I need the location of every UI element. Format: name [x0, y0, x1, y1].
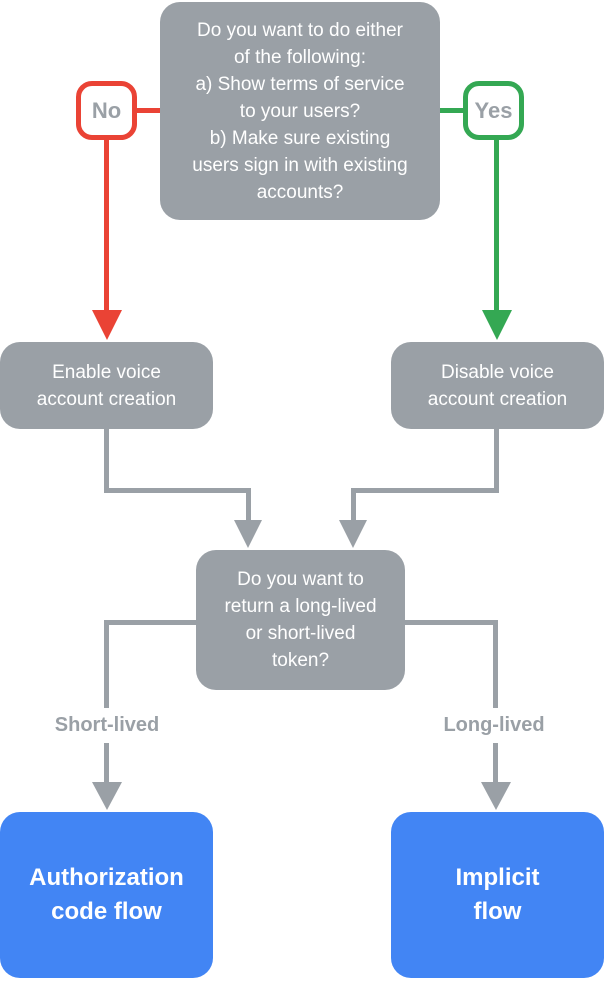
no-connector-horizontal — [137, 108, 160, 113]
gray-arrowhead-left-icon — [234, 520, 262, 548]
short-lived-label: Short-lived — [23, 708, 191, 743]
token-question-box: Do you want to return a long-lived or sh… — [196, 550, 405, 690]
enable-elbow-drop — [246, 488, 251, 522]
disable-voice-text: Disable voice account creation — [427, 361, 568, 410]
red-arrowhead-icon — [92, 310, 122, 340]
top-question-box: Do you want to do either of the followin… — [160, 2, 440, 220]
long-lived-label-text: Long-lived — [443, 714, 545, 736]
top-question-text: Do you want to do either of the followin… — [192, 19, 408, 203]
short-lived-branch-horizontal — [107, 620, 196, 625]
enable-elbow-vertical — [104, 429, 109, 493]
disable-elbow-drop — [351, 488, 356, 522]
long-lived-branch-vertical — [493, 620, 498, 782]
yes-connector-horizontal — [440, 108, 463, 113]
gray-arrowhead-shortlived-icon — [92, 782, 122, 810]
disable-elbow-vertical — [494, 429, 499, 493]
disable-voice-box: Disable voice account creation — [391, 342, 604, 429]
no-badge-label: No — [91, 97, 122, 123]
short-lived-branch-vertical — [104, 620, 109, 782]
no-badge: No — [76, 81, 137, 140]
gray-arrowhead-right-icon — [339, 520, 367, 548]
long-lived-branch-horizontal — [405, 620, 494, 625]
long-lived-label: Long-lived — [410, 708, 578, 743]
implicit-flow-box: Implicit flow — [391, 812, 604, 978]
implicit-flow-text: Implicit flow — [455, 864, 540, 925]
enable-voice-box: Enable voice account creation — [0, 342, 213, 429]
enable-voice-text: Enable voice account creation — [36, 361, 177, 410]
gray-arrowhead-longlived-icon — [481, 782, 511, 810]
short-lived-label-text: Short-lived — [54, 714, 160, 736]
enable-elbow-horizontal — [104, 488, 251, 493]
disable-elbow-horizontal — [351, 488, 499, 493]
green-arrowhead-icon — [482, 310, 512, 340]
no-connector-vertical — [104, 139, 109, 310]
yes-connector-vertical — [494, 139, 499, 310]
authorization-code-flow-text: Authorization code flow — [29, 864, 184, 925]
token-question-text: Do you want to return a long-lived or sh… — [224, 569, 377, 671]
yes-badge-label: Yes — [474, 97, 513, 123]
yes-badge: Yes — [463, 81, 524, 140]
authorization-code-flow-box: Authorization code flow — [0, 812, 213, 978]
